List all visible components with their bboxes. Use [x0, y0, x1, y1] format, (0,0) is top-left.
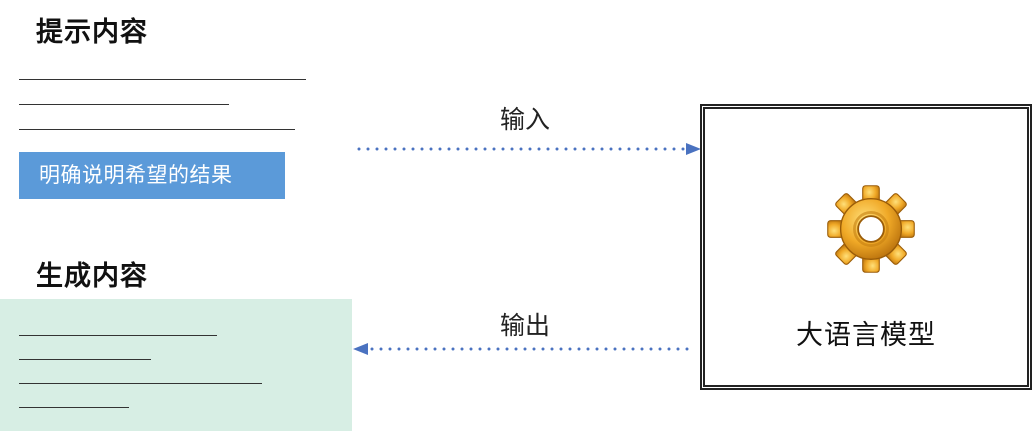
output-arrow — [353, 343, 696, 355]
llm-model-label: 大语言模型 — [796, 320, 936, 351]
input-arrow-label: 输入 — [500, 105, 551, 134]
prompt-text-line — [19, 129, 295, 130]
gear-icon — [825, 183, 917, 275]
output-text-line — [19, 407, 129, 408]
output-text-line — [19, 383, 262, 384]
output-text-line — [19, 335, 217, 336]
prompt-highlight-box: 明确说明希望的结果 — [19, 152, 285, 199]
prompt-section-title: 提示内容 — [36, 17, 148, 48]
prompt-text-line — [19, 79, 306, 80]
output-panel — [0, 299, 352, 431]
output-arrow-label: 输出 — [500, 311, 551, 340]
input-arrow — [357, 143, 701, 155]
prompt-text-line — [19, 104, 229, 105]
output-text-line — [19, 359, 151, 360]
llm-model-box: 大语言模型 — [700, 104, 1032, 390]
output-section-title: 生成内容 — [36, 261, 148, 292]
